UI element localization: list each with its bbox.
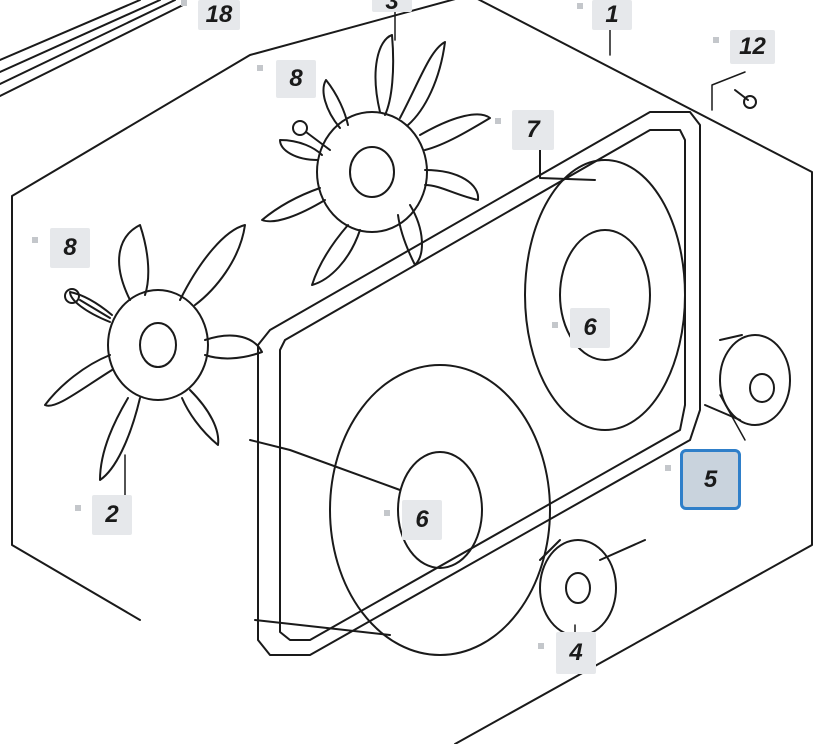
callout-label: 4 — [569, 639, 583, 666]
callout-label: 2 — [105, 501, 119, 528]
callout-6-lower[interactable]: 6 — [402, 500, 442, 540]
callout-dot — [32, 237, 38, 243]
callout-2[interactable]: 2 — [92, 495, 132, 535]
callout-dot — [257, 65, 263, 71]
callout-8-upper[interactable]: 8 — [276, 60, 316, 98]
callout-label: 6 — [583, 314, 597, 341]
callout-1[interactable]: 1 — [592, 0, 632, 30]
callout-label: 18 — [205, 1, 233, 28]
callout-6-upper[interactable]: 6 — [570, 308, 610, 348]
upper-fan-blade — [261, 34, 491, 286]
left-fan-blade — [44, 224, 263, 501]
callout-dot — [538, 643, 544, 649]
callout-dot — [495, 118, 501, 124]
fan-motor-5 — [704, 334, 791, 441]
callout-label: 1 — [605, 1, 619, 28]
callout-7[interactable]: 7 — [512, 110, 554, 150]
callout-dot — [384, 510, 390, 516]
callout-4[interactable]: 4 — [556, 632, 596, 674]
callout-label: 5 — [703, 465, 718, 493]
radiator-fragment — [0, 0, 186, 97]
callout-12[interactable]: 12 — [730, 30, 775, 64]
callout-dot — [75, 505, 81, 511]
callout-dot — [577, 3, 583, 9]
callout-dot — [552, 322, 558, 328]
callout-label: 8 — [289, 65, 303, 92]
callout-label: 3 — [385, 0, 399, 15]
callout-dot — [713, 37, 719, 43]
callout-3[interactable]: 3 — [372, 0, 412, 15]
callout-label: 7 — [526, 116, 540, 143]
assembly-outline — [11, 0, 813, 744]
callout-label: 12 — [739, 33, 766, 60]
callout-dot — [181, 0, 187, 6]
callout-label: 6 — [415, 506, 429, 533]
callout-dot — [665, 465, 671, 471]
callout-8-left[interactable]: 8 — [50, 228, 90, 268]
bolt-12 — [734, 89, 757, 109]
fan-shroud — [249, 111, 701, 656]
callout-5[interactable]: 5 — [680, 449, 741, 510]
callout-18[interactable]: 18 — [198, 0, 240, 30]
callout-label: 8 — [63, 234, 77, 261]
